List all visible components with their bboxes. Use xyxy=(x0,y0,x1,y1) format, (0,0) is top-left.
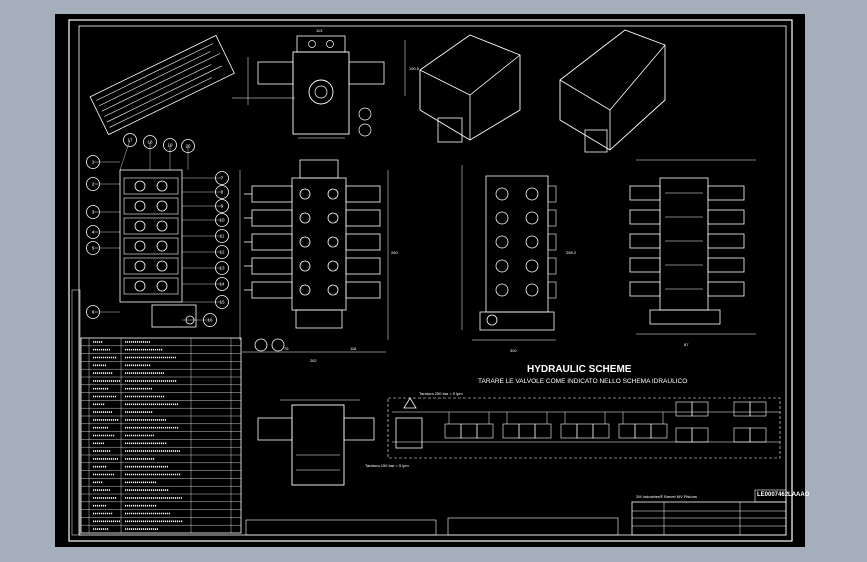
dim-side-height: 258.2 xyxy=(566,250,577,255)
balloon-number: 9 xyxy=(221,204,224,209)
isometric-view-2 xyxy=(559,29,666,153)
dim-foot-a: 75 xyxy=(284,346,289,351)
drawing-title: HYDRAULIC SCHEME xyxy=(527,364,632,375)
inner-frame xyxy=(78,25,787,536)
brand-note: 2M Industries® Brevet MV Pistons xyxy=(636,494,697,499)
balloon-number: 10 xyxy=(219,218,225,223)
relief-label-bottom: Taratura 150 bar = 5 lpm xyxy=(365,463,409,468)
dim-foot-c: 87 xyxy=(684,342,689,347)
isometric-view-1 xyxy=(419,34,521,143)
balloon-number: 12 xyxy=(219,250,225,255)
balloon-number: 15 xyxy=(219,300,225,305)
front-view-middle xyxy=(239,159,389,353)
drawing-number: LE0007462LAAAO xyxy=(757,492,810,498)
side-view xyxy=(461,165,557,341)
dim-top-width: 113 xyxy=(316,28,323,33)
hydraulic-schematic xyxy=(387,397,781,459)
detail-view-lower xyxy=(257,399,375,486)
balloon-number: 17 xyxy=(127,138,133,143)
balloon-number: 11 xyxy=(220,234,225,239)
dim-mid-height: 260 xyxy=(391,250,398,255)
balloon-callout xyxy=(123,133,137,147)
balloon-number: 14 xyxy=(219,282,225,287)
balloon-number: 18 xyxy=(147,140,153,145)
dim-top-height: 190.5 xyxy=(409,66,420,71)
balloon-number: 20 xyxy=(185,144,191,149)
balloon-number: 16 xyxy=(207,318,213,323)
drawing-subtitle: TARARE LE VALVOLE COME INDICATO NELLO SC… xyxy=(478,378,688,385)
parts-list-table xyxy=(71,289,242,536)
balloon-number: 7 xyxy=(221,176,224,181)
title-block xyxy=(245,489,787,536)
top-view xyxy=(232,35,406,139)
dim-right-width: 302 xyxy=(510,348,517,353)
dim-mid-width: 262 xyxy=(310,358,317,363)
outer-frame xyxy=(68,19,793,542)
right-view xyxy=(629,159,756,335)
balloon-number: 13 xyxy=(219,266,225,271)
rotated-notes-block xyxy=(89,34,235,136)
dim-foot-b: 118 xyxy=(350,346,357,351)
balloon-number: 19 xyxy=(167,143,173,148)
relief-label-top: Taratura 250 bar = 5 lpm xyxy=(419,391,463,396)
balloon-number: 8 xyxy=(221,190,224,195)
